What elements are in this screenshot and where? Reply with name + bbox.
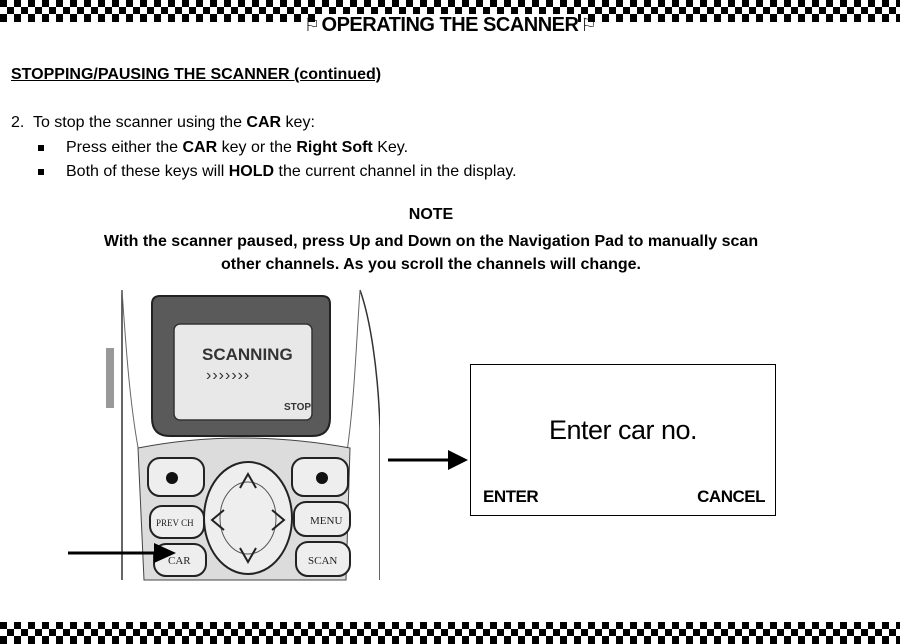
dot-icon: [166, 472, 178, 484]
dot-icon: [316, 472, 328, 484]
list-item: Press either the CAR key or the Right So…: [38, 136, 517, 160]
enter-softkey-label: ENTER: [483, 487, 539, 506]
instruction-bullets: Press either the CAR key or the Right So…: [38, 136, 517, 184]
section-heading: STOPPING/PAUSING THE SCANNER (continued): [11, 66, 382, 83]
right-arrow-icon: [271, 509, 286, 531]
car-key-label: CAR: [168, 555, 191, 567]
display-screen-panel: Enter car no. ENTER CANCEL: [470, 364, 776, 516]
page-header: ⚐OPERATING THE SCANNER⚐: [0, 14, 900, 37]
step-instruction: 2. To stop the scanner using the CAR key…: [11, 114, 315, 132]
scan-key-label: SCAN: [308, 555, 337, 567]
screen-line1: SCANNING: [202, 345, 293, 364]
arrow-icon: [68, 543, 176, 563]
menu-key[interactable]: [293, 501, 351, 537]
prev-ch-key[interactable]: [149, 505, 205, 539]
scan-key[interactable]: [295, 541, 351, 577]
screen-softkey: STOP: [284, 402, 311, 413]
left-arrow-icon: [210, 509, 225, 531]
bullet-icon: [38, 169, 44, 175]
list-item: Both of these keys will HOLD the current…: [38, 160, 517, 184]
arrow-icon: [388, 450, 468, 470]
menu-key-label: MENU: [310, 515, 342, 527]
step-text-after: key:: [281, 114, 315, 131]
scanner-handset-illustration: SCANNING ››››››› STOP PREV CH MENU CAR S…: [60, 288, 381, 582]
display-prompt: Enter car no.: [548, 415, 698, 445]
note-body: With the scanner paused, press Up and Do…: [0, 230, 862, 276]
handset-drawing: SCANNING ››››››› STOP PREV CH MENU CAR S…: [106, 289, 381, 581]
navigation-pad[interactable]: [203, 461, 293, 575]
note-heading: NOTE: [408, 206, 454, 223]
page-title: OPERATING THE SCANNER: [321, 14, 579, 36]
note-line: With the scanner paused, press Up and Do…: [103, 233, 759, 250]
step-key: CAR: [246, 114, 282, 131]
step-text-before: To stop the scanner using the: [32, 114, 247, 131]
step-number: 2.: [11, 114, 25, 131]
side-button: [106, 348, 114, 408]
prev-ch-key-label: PREV CH: [156, 518, 194, 528]
down-arrow-icon: [239, 547, 257, 565]
screen-line2: ›››››››: [206, 367, 250, 384]
note-line: other channels. As you scroll the channe…: [221, 256, 641, 273]
cancel-softkey-label: CANCEL: [697, 487, 765, 506]
up-arrow-icon: [239, 471, 257, 489]
bullet-icon: [38, 145, 44, 151]
flag-icon: ⚐: [580, 15, 597, 35]
flag-icon: ⚐: [303, 15, 320, 35]
bottom-checkered-border: [0, 622, 900, 644]
handset-screen: [173, 323, 313, 421]
